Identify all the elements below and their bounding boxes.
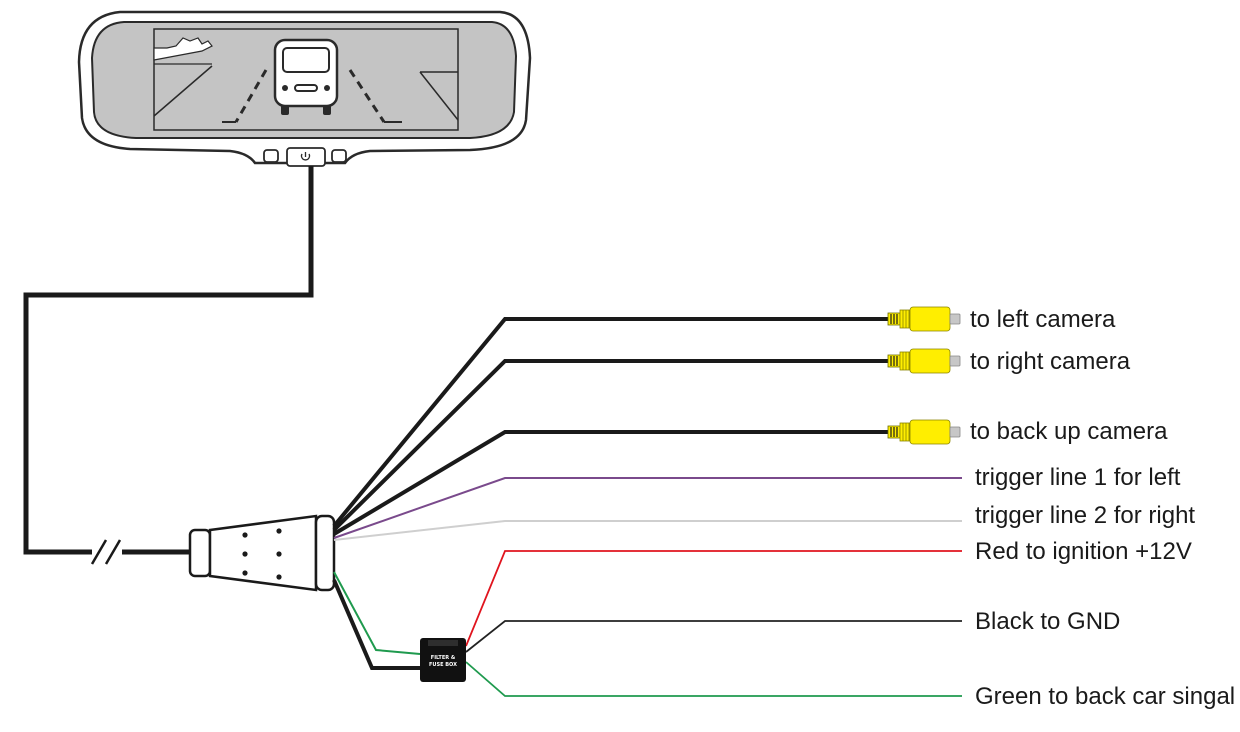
rca-plug-icon xyxy=(887,306,961,332)
label-left-camera: to left camera xyxy=(970,306,1116,333)
harness-connector xyxy=(188,514,336,592)
bus-icon xyxy=(273,38,339,115)
wire-red xyxy=(465,550,962,647)
label-trigger-1: trigger line 1 for left xyxy=(975,464,1181,491)
wire-trigger-2 xyxy=(333,520,962,541)
label-black-wire: Black to GND xyxy=(975,608,1120,635)
rear-view-mirror-icon xyxy=(77,10,532,167)
wire-left-camera xyxy=(332,317,888,528)
wire-trigger-1 xyxy=(333,477,962,539)
wire-right-camera xyxy=(332,359,888,532)
rca-plug-icon xyxy=(887,348,961,374)
mirror-left-button[interactable] xyxy=(263,149,279,163)
wire-to-fusebox-green xyxy=(333,571,421,655)
label-trigger-2: trigger line 2 for right xyxy=(975,502,1195,529)
fuse-box-label-1: FILTER & xyxy=(431,655,456,661)
mirror-display xyxy=(153,28,459,131)
fuse-box-label-2: FUSE BOX xyxy=(429,662,457,668)
wire-green-signal xyxy=(465,661,962,697)
main-cable xyxy=(23,166,314,555)
wire-backup-camera xyxy=(332,430,888,536)
wire-to-fusebox-black xyxy=(332,579,420,670)
label-backup-camera: to back up camera xyxy=(970,418,1168,445)
cable-break-icon xyxy=(90,539,122,565)
power-icon xyxy=(300,152,311,161)
wire-black-gnd xyxy=(465,620,962,653)
label-green-wire: Green to back car singal xyxy=(975,683,1235,710)
filter-fuse-box: FILTER & FUSE BOX xyxy=(420,638,466,682)
rca-plug-icon xyxy=(887,419,961,445)
mirror-right-button[interactable] xyxy=(331,149,347,163)
label-red-wire: Red to ignition +12V xyxy=(975,538,1192,565)
harness-wires xyxy=(332,317,962,697)
label-right-camera: to right camera xyxy=(970,348,1131,375)
